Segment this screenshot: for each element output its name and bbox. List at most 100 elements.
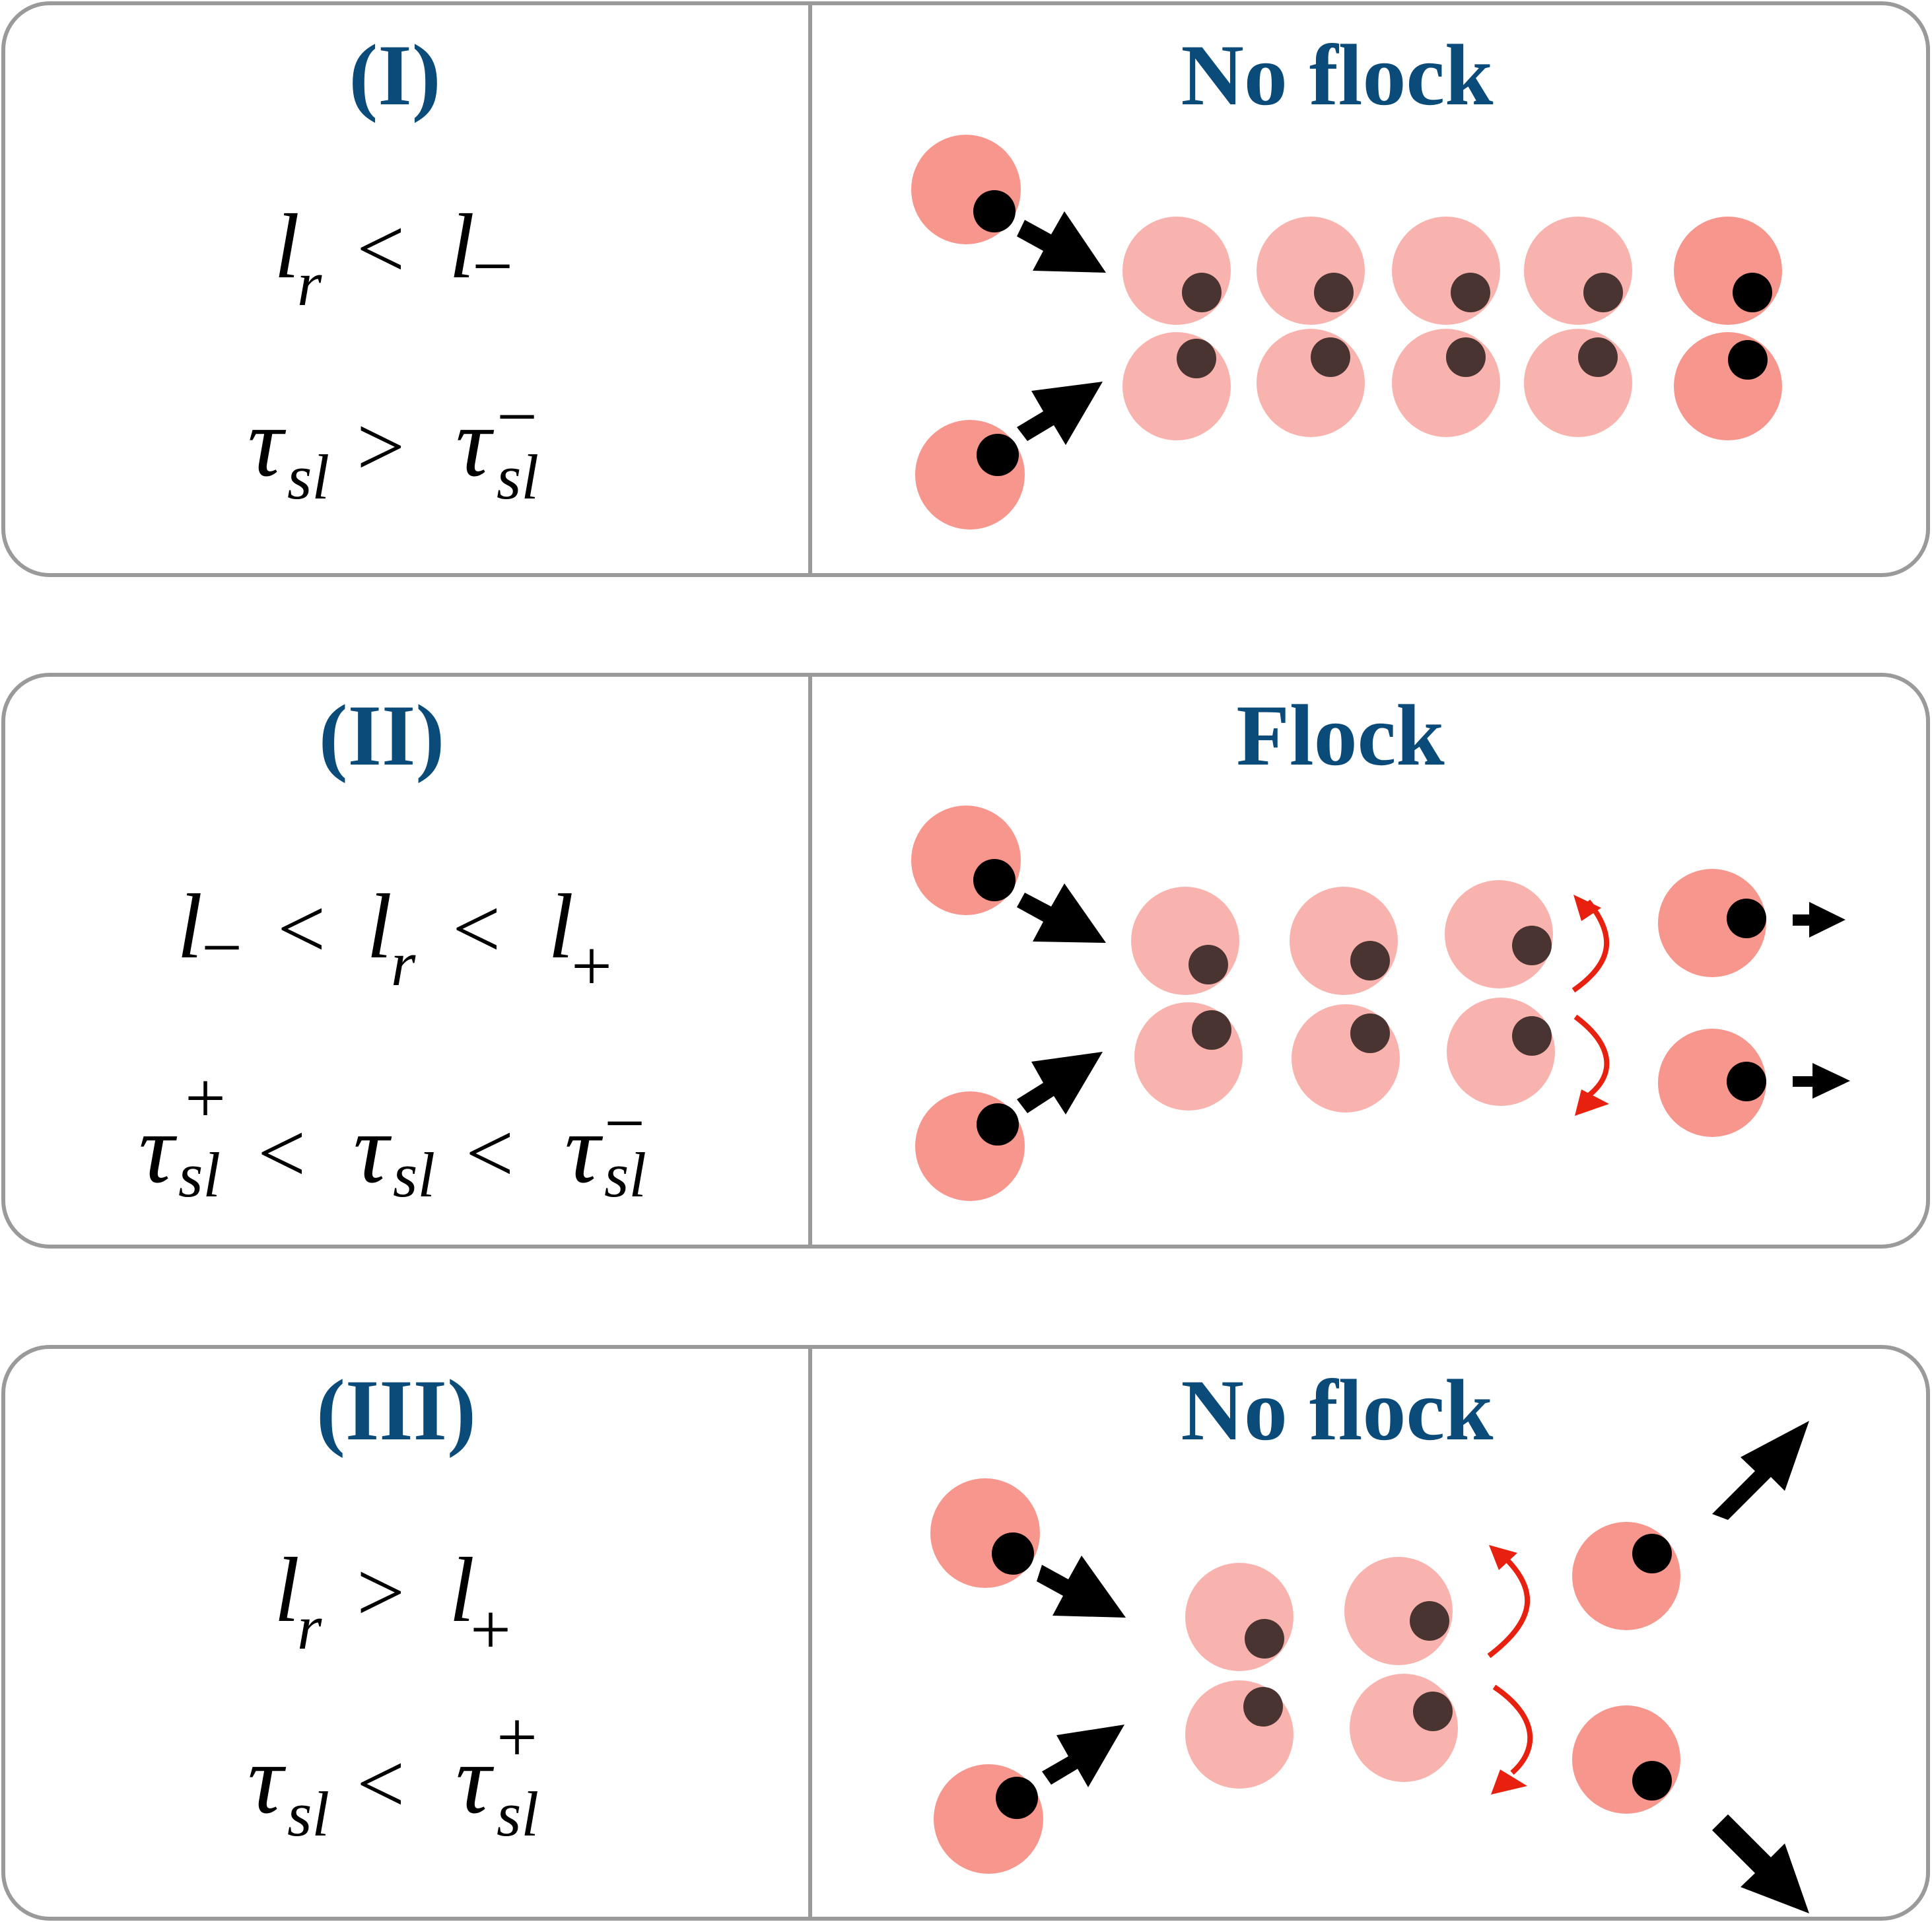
- particle-head: [973, 859, 1016, 901]
- svg-text:r: r: [391, 928, 416, 999]
- particle-head: [1446, 337, 1486, 377]
- svg-text:l: l: [366, 875, 392, 978]
- svg-text:τ: τ: [248, 1725, 287, 1834]
- svg-text:+: +: [497, 1697, 537, 1777]
- particle: [1122, 217, 1231, 325]
- rotation-arrowhead: [1575, 1089, 1609, 1116]
- panel-1: (I) No flock l r < l − τ sl > τ − sl: [1, 1, 1930, 577]
- particle: [1674, 332, 1782, 440]
- panel-2-particles: [911, 806, 1766, 1201]
- svg-text:<: <: [466, 1106, 514, 1201]
- svg-text:sl: sl: [287, 442, 329, 512]
- svg-text:τ: τ: [353, 1094, 392, 1204]
- svg-text:+: +: [470, 1589, 511, 1670]
- svg-text:l: l: [548, 875, 574, 978]
- svg-text:<: <: [357, 1736, 405, 1832]
- svg-text:<: <: [357, 201, 405, 296]
- particle-head: [1189, 945, 1228, 984]
- particle-head: [1243, 1687, 1283, 1727]
- particle-head: [1578, 337, 1618, 377]
- svg-text:τ: τ: [456, 388, 495, 497]
- particle-head: [1410, 1601, 1449, 1641]
- velocity-arrow: [1017, 1052, 1103, 1115]
- panel-2-label: (II): [319, 687, 445, 784]
- velocity-arrow: [1712, 1814, 1809, 1913]
- velocity-arrow: [1017, 382, 1103, 445]
- particle: [1185, 1563, 1294, 1671]
- particle-head: [1350, 1013, 1390, 1053]
- rotation-arrow: [1492, 1684, 1533, 1775]
- particle: [1290, 887, 1398, 995]
- velocity-arrow: [1793, 902, 1846, 938]
- particle: [1674, 217, 1782, 325]
- svg-text:sl: sl: [497, 442, 539, 512]
- svg-text:>: >: [357, 1545, 405, 1640]
- particle-head: [992, 1532, 1034, 1575]
- svg-text:+: +: [185, 1058, 226, 1138]
- particle-head: [1733, 273, 1772, 312]
- particle-head: [977, 434, 1019, 476]
- panel-3-rotation-arrows: [1487, 1545, 1533, 1795]
- particle-head: [1245, 1619, 1284, 1659]
- svg-text:<: <: [277, 881, 326, 977]
- particle: [915, 420, 1025, 530]
- panel-3-label: (III): [316, 1361, 476, 1459]
- svg-text:sl: sl: [287, 1779, 329, 1849]
- particle-head: [1632, 1534, 1672, 1573]
- particle-head: [1583, 273, 1623, 312]
- particle: [1658, 869, 1766, 977]
- rotation-arrow: [1573, 1014, 1610, 1099]
- particle: [1122, 332, 1231, 440]
- svg-text:l: l: [449, 195, 475, 298]
- rotation-arrowhead: [1489, 1545, 1517, 1570]
- velocity-arrow: [1037, 1556, 1126, 1618]
- panel-3-condition-length: l r > l +: [274, 1539, 511, 1670]
- panel-2-condition-length: l − < l r < l +: [177, 875, 612, 1006]
- rotation-arrow: [1571, 899, 1610, 993]
- panel-2-rotation-arrows: [1571, 895, 1610, 1116]
- particle-head: [1451, 273, 1490, 312]
- velocity-arrow: [1017, 883, 1106, 943]
- panel-2-arrows: [1017, 883, 1850, 1115]
- velocity-arrow: [1042, 1725, 1124, 1787]
- panel-3: (III) No flock l r > l + τ sl < τ + sl: [1, 1345, 1930, 1921]
- particle: [1524, 217, 1632, 325]
- panel-1-result-title: No flock: [1181, 26, 1494, 123]
- particle-head: [977, 1103, 1019, 1146]
- particle-head: [1192, 1010, 1231, 1050]
- svg-text:−: −: [201, 907, 242, 988]
- panel-2-condition-time: τ + sl < τ sl < τ − sl: [139, 1058, 646, 1210]
- svg-text:−: −: [472, 226, 513, 306]
- panel-3-arrows: [1037, 1421, 1809, 1913]
- svg-text:l: l: [177, 875, 203, 978]
- svg-text:r: r: [297, 1592, 322, 1663]
- svg-text:+: +: [571, 926, 612, 1006]
- particle-head: [1314, 273, 1354, 312]
- svg-text:l: l: [274, 195, 300, 298]
- panel-2: (II) Flock l − < l r < l + τ + sl < τ sl…: [1, 673, 1930, 1249]
- svg-text:l: l: [274, 1539, 300, 1641]
- velocity-arrow: [1793, 1063, 1850, 1099]
- particle: [1572, 1705, 1680, 1814]
- particle-head: [1727, 1062, 1766, 1101]
- particle-head: [1413, 1692, 1453, 1731]
- svg-text:τ: τ: [248, 388, 287, 497]
- particle-head: [1512, 926, 1552, 965]
- particle-head: [996, 1777, 1038, 1819]
- svg-text:<: <: [258, 1106, 306, 1201]
- svg-text:sl: sl: [393, 1140, 435, 1210]
- particle-head: [1632, 1761, 1672, 1801]
- panel-1-label: (I): [349, 26, 440, 123]
- particle: [1392, 329, 1500, 437]
- panel-3-frame: [1, 1345, 1930, 1921]
- velocity-arrow: [1712, 1421, 1809, 1520]
- panel-3-particles: [930, 1478, 1680, 1874]
- panel-2-result-title: Flock: [1236, 687, 1445, 784]
- panel-1-condition-length: l r < l −: [274, 195, 513, 319]
- panel-3-condition-time: τ sl < τ + sl: [248, 1697, 539, 1849]
- particle-head: [1182, 273, 1222, 312]
- velocity-arrow: [1017, 211, 1106, 273]
- svg-text:τ: τ: [565, 1094, 604, 1204]
- panel-1-particles: [911, 135, 1782, 530]
- svg-text:sl: sl: [604, 1140, 646, 1210]
